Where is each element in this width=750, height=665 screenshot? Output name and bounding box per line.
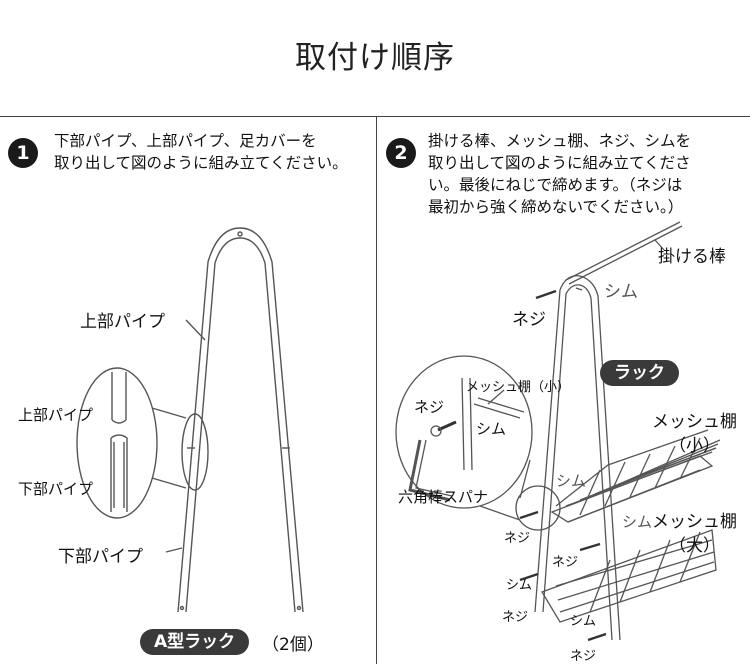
instruction-frame xyxy=(0,116,750,665)
zoom-label-screw: ネジ xyxy=(414,398,445,416)
zoom-label-lower-pipe: 下部パイプ xyxy=(18,480,94,498)
label-shim-top: シム xyxy=(604,282,638,302)
label-shim-bottom: シム xyxy=(570,614,597,629)
label-screw-low: ネジ xyxy=(502,610,529,625)
screw-zoom-circle xyxy=(395,355,533,509)
step-1-instruction: 下部パイプ、上部パイプ、足カバーを 取り出して図のように組み立てください。 xyxy=(54,132,348,172)
a-frame-outer-line xyxy=(177,227,304,613)
rack-joint-highlight xyxy=(515,485,561,531)
mesh-large-grid xyxy=(555,531,715,613)
label-shim-mid: シム xyxy=(556,472,587,490)
label-mesh-shelf-small: メッシュ棚 （小） xyxy=(652,412,737,456)
label-shim-low: シム xyxy=(506,578,533,593)
step-2-instruction: 掛ける棒、メッシュ棚、ネジ、シムを 取り出して図のように組み立てくださ い。最後… xyxy=(428,132,692,216)
page-title: 取付け順序 xyxy=(295,40,455,76)
label-screw-mid2: ネジ xyxy=(552,555,579,570)
step-2-number: 2 xyxy=(386,138,416,168)
label-screw-mid: ネジ xyxy=(504,531,531,546)
label-screw-top: ネジ xyxy=(512,310,546,330)
label-lower-pipe: 下部パイプ xyxy=(58,547,143,567)
label-screw-bottom: ネジ xyxy=(570,649,597,664)
zoom-label-shim: シム xyxy=(476,420,507,438)
a-rack-badge: A型ラック xyxy=(140,629,250,655)
joint-highlight-small xyxy=(181,413,209,491)
a-rack-count: （2個） xyxy=(262,635,324,655)
mesh-small-grid xyxy=(565,437,721,516)
label-hanging-bar: 掛ける棒 xyxy=(658,247,726,267)
joint-zoom-circle xyxy=(76,367,158,519)
label-hex-wrench: 六角棒スパナ xyxy=(398,488,489,506)
zoom-label-mesh-small: メッシュ棚（小） xyxy=(466,380,571,395)
rack-badge: ラック xyxy=(600,360,679,386)
label-shim-mid2: シム xyxy=(622,513,653,531)
step-1-number: 1 xyxy=(8,138,38,168)
panel-divider xyxy=(376,116,377,664)
label-upper-pipe: 上部パイプ xyxy=(80,312,165,332)
zoom-label-upper-pipe: 上部パイプ xyxy=(18,406,94,424)
label-mesh-shelf-large: メッシュ棚 （大） xyxy=(652,512,737,556)
a-frame-inner-line xyxy=(185,237,296,613)
hanging-bar-line xyxy=(565,221,681,281)
